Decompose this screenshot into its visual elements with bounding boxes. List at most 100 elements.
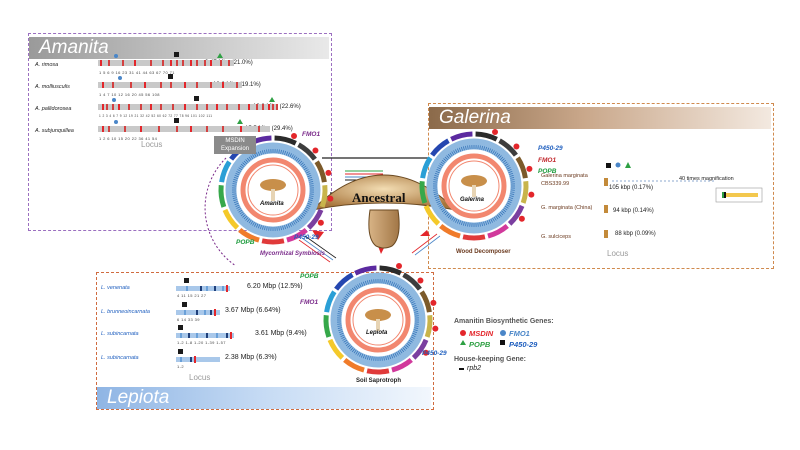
galerina-size-1: 105 kbp (0.17%)	[609, 185, 654, 191]
lepiota-gene-mark	[190, 357, 192, 362]
msdin-mark	[268, 104, 270, 110]
density-bar	[463, 221, 465, 226]
density-bar	[390, 354, 394, 359]
galerina-species-3: G. sulciceps	[541, 234, 571, 240]
density-bar	[502, 209, 507, 213]
lepiota-gene-mark	[186, 286, 188, 291]
density-bar	[236, 171, 241, 174]
density-bar	[238, 209, 243, 213]
density-bar	[242, 214, 246, 218]
msdin-marker	[432, 325, 439, 332]
density-bar	[306, 173, 311, 176]
density-bar	[390, 281, 394, 286]
density-bar	[460, 146, 463, 151]
lepiota-species-4: L. subincarnata	[101, 355, 139, 361]
chromosome-segment	[218, 185, 227, 208]
density-bar	[510, 193, 515, 195]
density-bar	[383, 356, 385, 361]
density-bar	[236, 206, 241, 209]
density-bar	[337, 325, 342, 327]
density-bar	[341, 301, 346, 304]
density-bar	[239, 211, 244, 215]
density-bar	[412, 304, 417, 308]
msdin-mark	[160, 104, 162, 110]
msdin-marker	[317, 219, 324, 226]
lepiota-size-1: 6.20 Mbp (12.5%)	[247, 283, 303, 290]
msdin-mark	[108, 60, 110, 66]
density-bar	[441, 159, 446, 163]
mushroom-icon	[365, 309, 391, 321]
density-bar	[434, 195, 439, 197]
density-bar	[278, 149, 280, 154]
soil-saprotroph-label: Soil Saprotroph	[356, 378, 401, 384]
density-bar	[285, 224, 289, 229]
density-bar	[411, 303, 416, 306]
density-bar	[495, 152, 499, 157]
density-bar	[264, 149, 266, 154]
density-bar	[300, 162, 304, 166]
msdin-marker	[422, 349, 429, 356]
density-bar	[302, 211, 307, 215]
chromosome-segment	[498, 138, 518, 157]
chromosome-segment	[424, 315, 433, 338]
density-bar	[361, 282, 364, 287]
density-bar	[234, 202, 239, 206]
density-bar	[403, 345, 408, 350]
msdin-marker	[327, 195, 334, 202]
galerina-size-3: 88 kbp (0.09%)	[615, 231, 656, 237]
density-bar	[344, 341, 349, 345]
msdin-mark	[182, 60, 184, 66]
density-bar	[486, 220, 490, 225]
density-bar	[440, 161, 445, 165]
msdin-marker	[528, 191, 535, 198]
density-bar	[243, 160, 248, 165]
density-bar	[449, 215, 453, 220]
lepiota-size-3: 3.61 Mbp (9.4%)	[255, 330, 307, 337]
density-bar	[304, 208, 309, 211]
density-bar	[369, 279, 371, 284]
lepiota-size-2: 3.67 Mbp (6.64%)	[225, 307, 281, 314]
density-bar	[460, 221, 463, 226]
density-bar	[387, 280, 389, 285]
amanita-ticks-2: 1 4 7 10 12 16 20 45 56 108	[99, 92, 160, 97]
msdin-mark	[150, 104, 152, 110]
legend-fmo1-label: FMO1	[509, 329, 530, 338]
amanita-popb-label: POPB	[236, 239, 255, 246]
msdin-mark	[100, 60, 102, 66]
lepiota-gene-mark	[216, 333, 218, 338]
chromosome-segment	[319, 185, 328, 208]
density-bar	[237, 169, 242, 172]
density-bar	[392, 282, 395, 287]
density-bar	[499, 156, 504, 161]
density-bar	[437, 202, 442, 205]
density-bar	[505, 165, 510, 168]
density-bar	[287, 152, 290, 157]
gene-density-ring	[330, 272, 426, 368]
density-bar	[246, 157, 250, 162]
lepiota-species-2: L. brunneoincarnata	[101, 309, 150, 315]
msdin-mark	[226, 104, 228, 110]
msdin-mark	[102, 126, 104, 132]
arrow-to-galerina	[420, 230, 430, 236]
lepiota-species-1: L. venenata	[101, 285, 130, 291]
density-bar	[359, 352, 362, 357]
density-bar	[243, 215, 248, 220]
msdin-marker	[492, 128, 499, 135]
density-bar	[294, 219, 298, 224]
density-bar	[355, 350, 359, 355]
density-bar	[438, 165, 443, 168]
density-bar	[252, 154, 255, 159]
msdin-mark	[108, 126, 110, 132]
density-bar	[291, 221, 294, 226]
legend-rpb2-icon	[459, 368, 464, 370]
density-bar	[305, 171, 310, 174]
density-bar	[364, 355, 367, 360]
galerina-species-1: Galerina marginata CBS339.99	[541, 173, 588, 187]
legend-p450-icon	[500, 340, 505, 345]
chromosome-segment	[423, 204, 441, 226]
density-bar	[307, 174, 312, 178]
density-bar	[340, 303, 345, 306]
density-bar	[497, 153, 501, 158]
mushroom-stem-icon	[472, 185, 476, 197]
